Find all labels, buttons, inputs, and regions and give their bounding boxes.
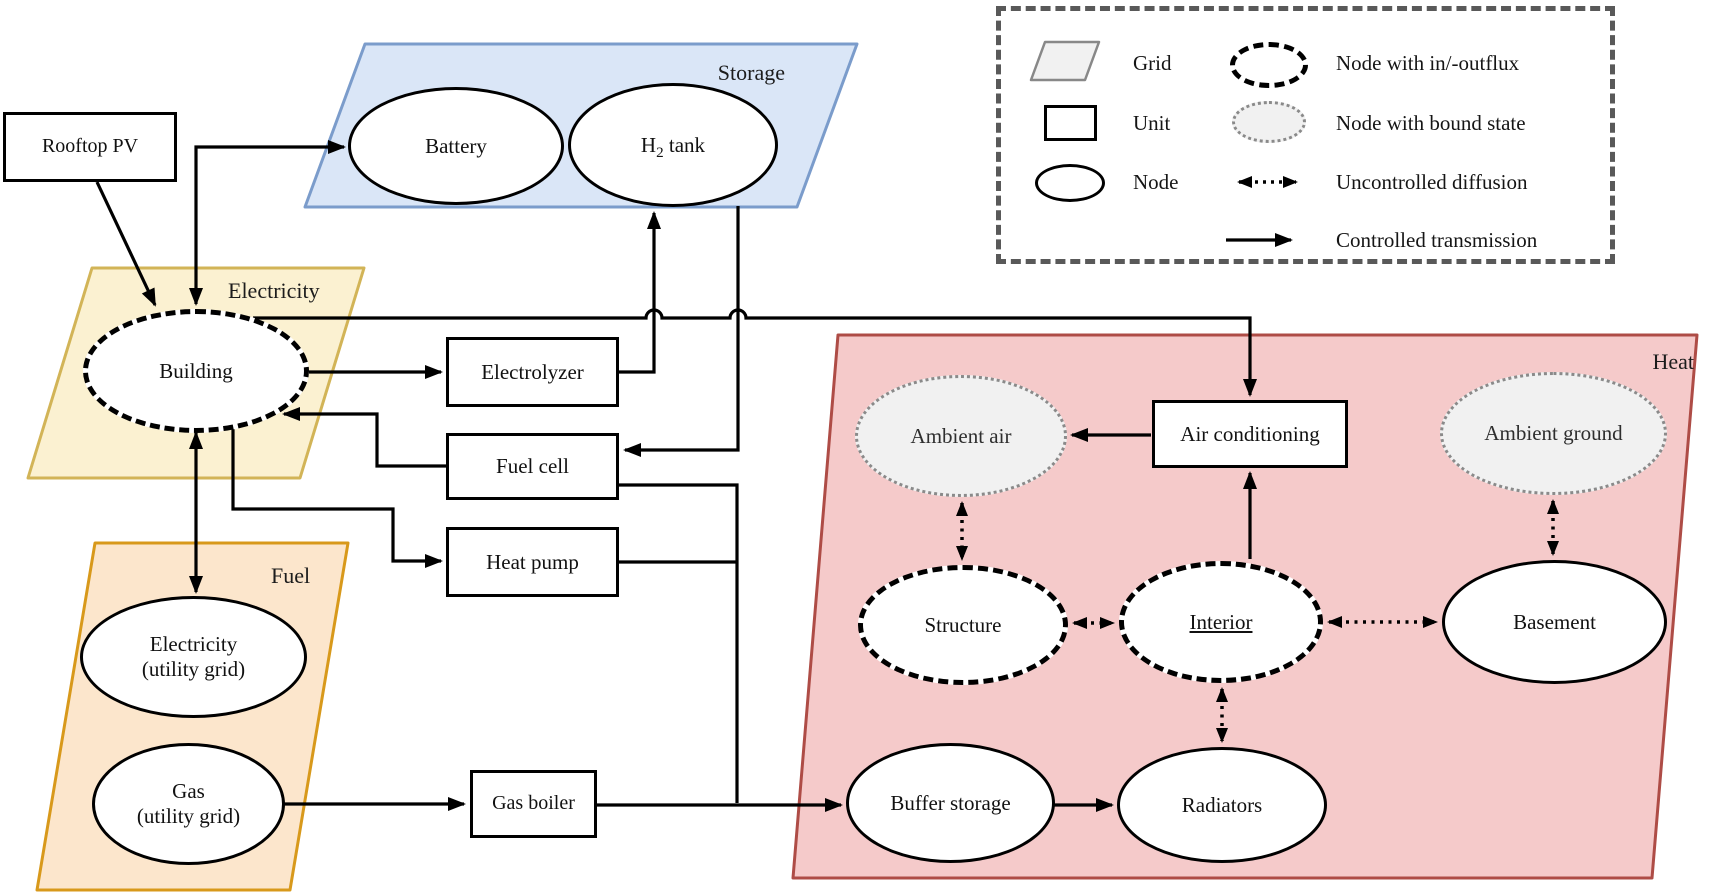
node-h2-tank: H2 tank bbox=[568, 83, 778, 207]
node-electricity-grid-label: Electricity(utility grid) bbox=[141, 632, 246, 681]
node-heat-pump-label: Heat pump bbox=[486, 549, 579, 574]
node-ambient-ground-label: Ambient ground bbox=[1484, 421, 1623, 446]
region-electricity-label: Electricity bbox=[228, 278, 320, 303]
node-battery: Battery bbox=[348, 87, 564, 205]
node-battery-label: Battery bbox=[425, 133, 487, 158]
node-radiators-label: Radiators bbox=[1181, 792, 1263, 817]
edge-building-heatpump bbox=[231, 429, 443, 568]
h2-subscript: 2 bbox=[656, 144, 664, 161]
controlled-transmission-icon bbox=[1223, 229, 1313, 256]
node-fuel-cell: Fuel cell bbox=[446, 433, 619, 500]
region-fuel-label: Fuel bbox=[271, 563, 311, 588]
node-gas-grid: Gas(utility grid) bbox=[92, 743, 285, 865]
node-electrolyzer: Electrolyzer bbox=[446, 337, 619, 407]
node-heat-pump: Heat pump bbox=[446, 527, 619, 597]
edge-h2tank-fuelcell bbox=[623, 206, 740, 457]
uncontrolled-diffusion-icon bbox=[1223, 171, 1313, 198]
legend-label-controlled-transmission: Controlled transmission bbox=[1336, 228, 1538, 252]
edge-electrolyzer-h2tank bbox=[619, 211, 661, 374]
influx-node-icon bbox=[1230, 42, 1308, 88]
legend-row-grid bbox=[1025, 37, 1105, 90]
region-storage-label: Storage bbox=[717, 60, 785, 85]
legend-label-bound-state-node: Node with bound state bbox=[1336, 111, 1526, 135]
node-gas-grid-label: Gas(utility grid) bbox=[136, 779, 241, 828]
node-basement: Basement bbox=[1442, 560, 1667, 684]
node-structure-label: Structure bbox=[924, 612, 1002, 637]
node-buffer-storage-label: Buffer storage bbox=[890, 790, 1011, 815]
legend-label-node: Node bbox=[1133, 170, 1179, 194]
edge-building-battery bbox=[189, 140, 346, 306]
unit-icon bbox=[1044, 105, 1097, 141]
bound-state-node-icon bbox=[1232, 101, 1306, 143]
node-building: Building bbox=[83, 309, 309, 433]
legend: Grid Unit Node Node with in/-outflux Nod… bbox=[996, 6, 1615, 264]
node-basement-label: Basement bbox=[1513, 609, 1596, 634]
grid-icon bbox=[1029, 40, 1101, 82]
node-interior: Interior bbox=[1119, 561, 1323, 683]
node-buffer-storage: Buffer storage bbox=[846, 743, 1055, 863]
node-radiators: Radiators bbox=[1117, 747, 1327, 863]
node-h2-tank-label: H2 tank bbox=[640, 132, 706, 161]
node-air-conditioning-label: Air conditioning bbox=[1180, 421, 1320, 446]
node-structure: Structure bbox=[858, 565, 1068, 685]
node-ambient-ground: Ambient ground bbox=[1440, 372, 1667, 495]
legend-label-influx-node: Node with in/-outflux bbox=[1336, 51, 1520, 75]
region-heat-label: Heat bbox=[1652, 349, 1694, 374]
node-fuel-cell-label: Fuel cell bbox=[496, 454, 569, 479]
node-gas-boiler: Gas boiler bbox=[470, 770, 597, 838]
node-interior-label: Interior bbox=[1189, 609, 1253, 634]
node-building-label: Building bbox=[159, 358, 233, 383]
node-rooftop-pv: Rooftop PV bbox=[3, 112, 177, 182]
legend-label-uncontrolled-diffusion: Uncontrolled diffusion bbox=[1336, 170, 1528, 194]
node-rooftop-pv-label: Rooftop PV bbox=[41, 135, 139, 158]
node-icon bbox=[1035, 164, 1105, 202]
edge-building-airconditioning bbox=[253, 308, 1257, 397]
node-electrolyzer-label: Electrolyzer bbox=[481, 359, 584, 384]
legend-label-grid: Grid bbox=[1133, 51, 1172, 75]
node-electricity-grid: Electricity(utility grid) bbox=[80, 596, 307, 718]
edge-fuelcell-building bbox=[282, 407, 446, 468]
edge-fuelcell-heat-collector bbox=[619, 483, 739, 803]
node-ambient-air: Ambient air bbox=[855, 375, 1067, 497]
node-air-conditioning: Air conditioning bbox=[1152, 400, 1348, 468]
node-ambient-air-label: Ambient air bbox=[910, 423, 1012, 448]
node-gas-boiler-label: Gas boiler bbox=[492, 792, 575, 815]
edge-pv-building bbox=[95, 181, 157, 307]
legend-label-unit: Unit bbox=[1133, 111, 1171, 135]
